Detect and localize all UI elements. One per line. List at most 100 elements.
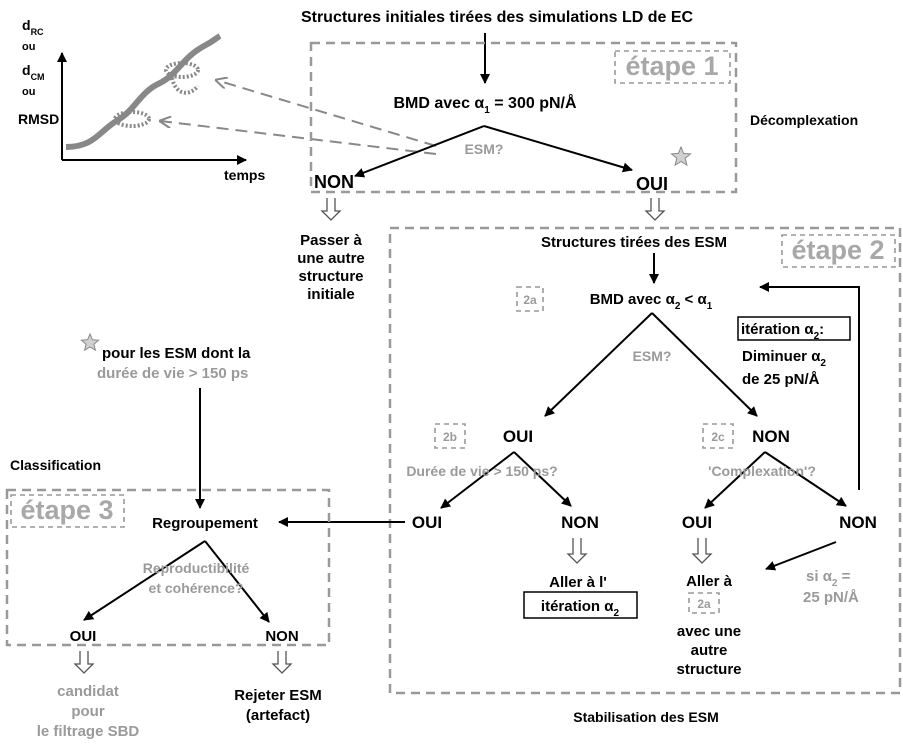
stage-3-box — [5, 488, 331, 647]
non-2c: NON — [752, 427, 790, 446]
goto-2a-tag: 2a — [697, 597, 711, 611]
stage-3-no: NON — [265, 628, 298, 645]
stage-3-label-box — [10, 494, 125, 528]
arrow-iteration-loop — [759, 282, 860, 490]
goto-2a-tag-box — [688, 592, 720, 614]
tag-2a-box — [516, 286, 544, 312]
goto-2a-line-3: autre — [691, 642, 728, 659]
stage-1-question: ESM? — [465, 141, 504, 157]
y-label-ou-1: ou — [22, 41, 35, 53]
non-complex: NON — [839, 513, 877, 532]
stage-1: étape 1 BMD avec α1 = 300 pN/Å ESM? NON … — [309, 41, 858, 194]
hollow-arrow-candidate — [73, 651, 95, 674]
hollow-arrow-non-lifetime — [566, 538, 588, 564]
oui-lifetime: OUI — [412, 513, 442, 532]
non-lifetime: NON — [561, 513, 599, 532]
note-star-icon — [80, 332, 100, 352]
label-classification: Classification — [10, 457, 101, 473]
stage-2-box — [388, 226, 902, 695]
trajectory-plot: dRC ou dCM ou RMSD temps — [18, 17, 437, 183]
sample-arrow-upper — [216, 80, 437, 147]
star-note-line-1: pour les ESM dont la — [102, 345, 251, 362]
arrow-regroupement-oui — [83, 540, 206, 621]
stage-3-question-1: Reproductibilité — [143, 560, 250, 576]
oui-2b: OUI — [503, 427, 533, 446]
tag-2c: 2c — [711, 430, 725, 444]
trajectory-loop-mid — [170, 77, 200, 95]
tag-2a: 2a — [523, 293, 537, 307]
top-title: Structures initiales tirées des simulati… — [301, 9, 694, 26]
iteration-label: itération α2: — [741, 321, 824, 342]
stage-1-no: NON — [314, 172, 354, 192]
candidate-line-2: pour — [71, 703, 104, 720]
stage-1-label-box — [614, 50, 731, 84]
si-value: 25 pN/Å — [803, 589, 859, 606]
decrease-amount: de 25 pN/Å — [742, 371, 820, 388]
trajectory-loop-lower — [113, 110, 151, 128]
stage-1-label: étape 1 — [625, 51, 718, 81]
stage-2-label-box — [781, 234, 896, 268]
y-label-drc: dRC — [22, 17, 44, 37]
trajectory-loop-upper — [164, 61, 200, 79]
x-label-temps: temps — [224, 167, 265, 183]
candidate-line-1: candidat — [57, 683, 119, 700]
reject-line-1: Rejeter ESM — [234, 687, 322, 704]
reject-line-2: (artefact) — [246, 707, 310, 724]
label-decomplexation: Décomplexation — [750, 112, 858, 128]
lifetime-question: Durée de vie > 150 ps? — [406, 463, 557, 479]
decrease-alpha: Diminuer α2 — [742, 348, 826, 369]
next-structure-line-3: structure — [298, 268, 363, 285]
next-structure-line-1: Passer à — [300, 232, 362, 249]
bmd-alpha2: BMD avec α2 < α1 — [590, 291, 713, 312]
regroupement: Regroupement — [152, 515, 258, 532]
arrow-2c-oui — [704, 451, 766, 509]
stage-1-yes: OUI — [636, 174, 668, 194]
goto-iteration-box — [523, 591, 638, 619]
arrow-2b-oui — [440, 451, 515, 509]
star-icon — [670, 145, 692, 167]
arrow-bmd2-oui — [544, 312, 653, 417]
sample-arrow-lower — [160, 121, 437, 155]
trajectory-curve — [65, 33, 222, 150]
hollow-arrow-oui-complex — [691, 538, 713, 564]
star-note-line-2: durée de vie > 150 ps — [97, 365, 248, 382]
arrow-bmd2-non — [651, 312, 758, 417]
tag-2b: 2b — [443, 430, 457, 444]
bmd-alpha1: BMD avec α1 = 300 pN/Å — [393, 93, 576, 116]
stage-3-label: étape 3 — [20, 495, 113, 525]
stage-3: Classification étape 3 Regroupement Repr… — [5, 457, 331, 647]
y-label-rmsd: RMSD — [18, 111, 59, 127]
arrow-2b-non — [513, 451, 572, 507]
y-label-ou-2: ou — [22, 86, 35, 98]
arrow-2c-non — [764, 451, 847, 507]
goto-iteration-line-1: Aller à l' — [549, 574, 607, 591]
arrow-bmd1-oui — [483, 125, 633, 173]
arrow-regroupement-non — [204, 540, 270, 623]
stage-2-question: ESM? — [633, 348, 672, 364]
arrow-bmd1-non — [354, 125, 485, 178]
complexation-question: 'Complexation'? — [708, 463, 816, 479]
goto-2a-line-2: avec une — [677, 623, 741, 640]
stage-2-label: étape 2 — [791, 235, 884, 265]
arrow-non-to-goto2a — [765, 541, 837, 571]
next-structure-line-4: initiale — [307, 286, 355, 303]
hollow-arrow-non — [320, 198, 342, 221]
goto-2a-line-1: Aller à — [686, 573, 733, 590]
stage-2: étape 2 Structures tirées des ESM 2a BMD… — [388, 226, 902, 725]
oui-complex: OUI — [682, 513, 712, 532]
hollow-arrow-reject — [271, 651, 293, 674]
candidate-line-3: le filtrage SBD — [37, 723, 140, 740]
iteration-box — [737, 316, 851, 341]
stage-2-source: Structures tirées des ESM — [541, 234, 727, 251]
next-structure-line-2: une autre — [297, 250, 365, 267]
stage-1-box — [309, 41, 738, 194]
stage-3-question-2: et cohérence? — [149, 580, 244, 596]
hollow-arrow-oui — [644, 198, 666, 221]
si-alpha2: si α2 = — [806, 568, 851, 589]
label-stabilisation: Stabilisation des ESM — [573, 709, 718, 725]
goto-iteration-line-2: itération α2 — [541, 598, 620, 619]
stage-3-yes: OUI — [70, 628, 97, 645]
goto-2a-line-4: structure — [676, 661, 741, 678]
